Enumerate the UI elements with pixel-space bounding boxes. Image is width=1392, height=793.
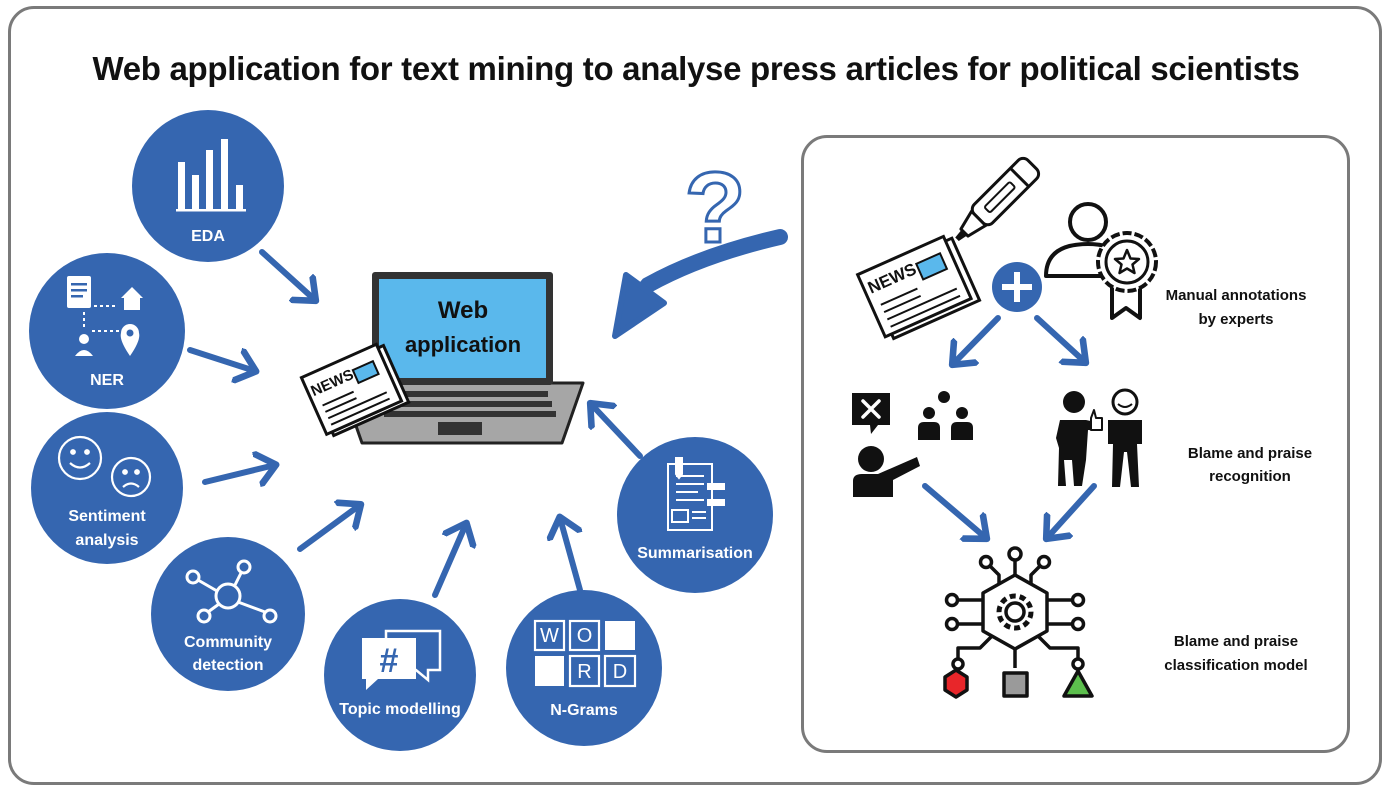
smiley-icon <box>57 435 103 481</box>
classification-label-2: classification model <box>1164 657 1307 674</box>
expert-icon <box>1044 202 1158 320</box>
right-panel-labels: Manual annotations by experts Blame and … <box>1164 287 1312 674</box>
screen-title-1: Web <box>438 297 488 324</box>
network-icon <box>185 559 278 624</box>
svg-text:O: O <box>577 625 593 647</box>
eda-node: EDA <box>132 110 284 262</box>
manual-annotations-label-2: by experts <box>1198 311 1273 328</box>
right-panel <box>801 135 1350 753</box>
recognition-label-1: Blame and praise <box>1188 445 1312 462</box>
plus-icon <box>992 262 1042 312</box>
diagram-title: Web application for text mining to analy… <box>92 50 1300 87</box>
feature-arrows <box>187 249 643 598</box>
ner-label: NER <box>90 372 124 389</box>
highlighter-icon <box>955 156 1041 242</box>
flow-arrows <box>922 315 1097 538</box>
community-label-1: Community <box>184 634 272 651</box>
newspaper-icon: NEWS <box>299 342 411 438</box>
topic-node: # Topic modelling <box>324 599 476 751</box>
hashtag-chat-icon: # <box>362 629 442 690</box>
big-arrow <box>612 229 788 339</box>
manual-annotations-label-1: Manual annotations <box>1166 287 1307 304</box>
ngrams-label: N-Grams <box>550 702 618 719</box>
word-tiles-icon: W O R D <box>533 619 637 688</box>
outer-frame <box>8 6 1382 785</box>
recognition-label-2: recognition <box>1209 468 1291 485</box>
bar-chart-icon <box>176 139 246 212</box>
sentiment-node: Sentiment analysis <box>31 412 183 564</box>
laptop-icon: Web application <box>339 272 585 445</box>
newspaper-annotate-icon: NEWS <box>855 234 982 341</box>
ngrams-node: W O R D N-Grams <box>506 590 662 746</box>
eda-label: EDA <box>191 228 225 245</box>
svg-text:W: W <box>540 625 559 647</box>
community-node: Community detection <box>151 537 305 691</box>
praise-icon <box>1056 388 1142 487</box>
community-label-2: detection <box>192 657 263 674</box>
summarisation-label: Summarisation <box>637 545 753 562</box>
svg-text:#: # <box>380 642 399 680</box>
summarisation-node: Summarisation <box>617 437 773 593</box>
classification-model-icon <box>943 546 1094 699</box>
sentiment-label-2: analysis <box>75 532 138 549</box>
ner-node: NER <box>29 253 185 409</box>
document-icon <box>667 457 725 531</box>
svg-text:R: R <box>577 661 591 683</box>
topic-label: Topic modelling <box>339 701 460 718</box>
sad-face-icon <box>110 456 152 498</box>
classification-label-1: Blame and praise <box>1174 633 1298 650</box>
question-mark-icon: ? <box>684 152 745 264</box>
entity-icons <box>67 276 143 356</box>
screen-title-2: application <box>405 332 521 357</box>
sentiment-label-1: Sentiment <box>68 508 146 525</box>
svg-text:D: D <box>613 661 627 683</box>
blame-icon <box>852 391 973 497</box>
